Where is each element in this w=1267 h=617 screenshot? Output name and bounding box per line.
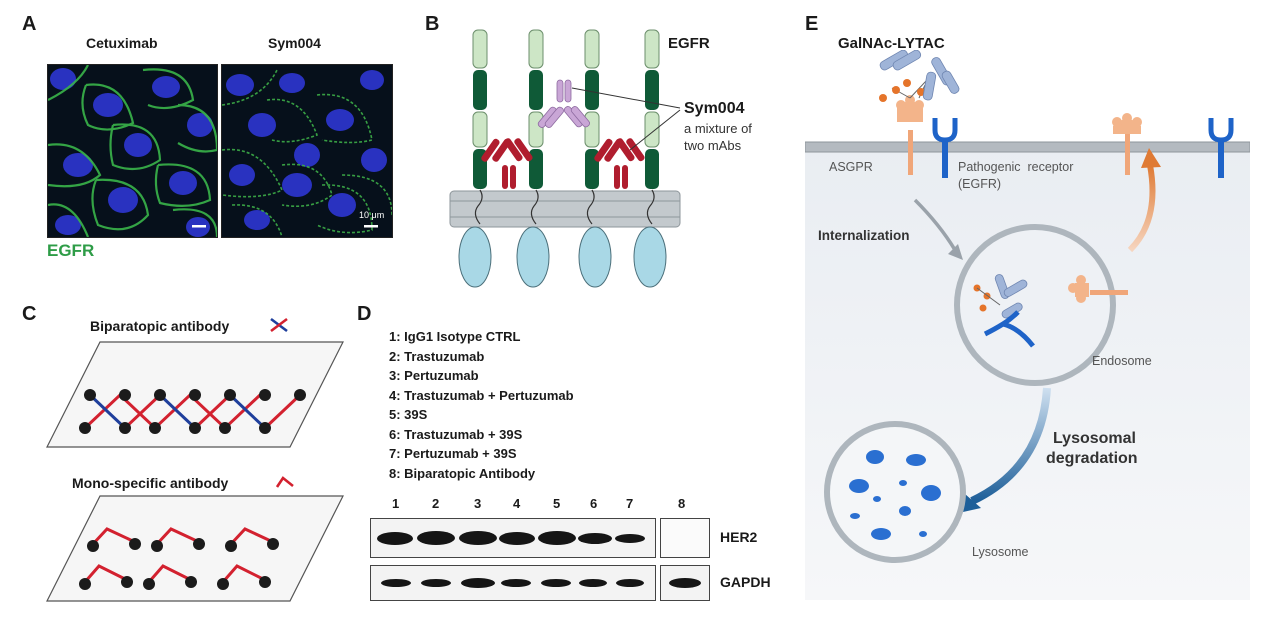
treatment-legend: 1: IgG1 Isotype CTRL 2: Trastuzumab 3: P… (389, 327, 574, 483)
lane-number: 4 (513, 496, 521, 511)
internalization-label: Internalization (818, 228, 910, 243)
lytac-title: GalNAc-LYTAC (838, 35, 945, 52)
monospecific-diagram (46, 495, 344, 602)
micrograph-sym004: 10 μm (221, 64, 393, 238)
biparatopic-label: Biparatopic antibody (90, 318, 230, 334)
monospecific-icon (275, 476, 294, 488)
egfr-receptor-1 (458, 29, 492, 288)
gapdh-blot (370, 565, 656, 601)
lytac-antibody (879, 50, 960, 101)
lytac-diagram (805, 50, 1250, 600)
blot-band (579, 579, 607, 587)
image-label-sym004: Sym004 (268, 35, 321, 51)
lysosome-label: Lysosome (972, 545, 1029, 559)
legend-line: 7: Pertuzumab + 39S (389, 446, 517, 461)
sym004-desc-2: two mAbs (684, 138, 742, 153)
lysosome (824, 421, 966, 563)
internalization-arrow (913, 198, 957, 251)
blot-band (669, 578, 701, 588)
legend-line: 1: IgG1 Isotype CTRL (389, 329, 521, 344)
blot-band (616, 579, 644, 587)
lane-numbers: 1 2 3 4 5 6 7 8 (370, 496, 700, 512)
blot-band (417, 531, 455, 545)
legend-line: 3: Pertuzumab (389, 368, 479, 383)
egfr-label: EGFR (668, 35, 710, 52)
lane-number: 7 (626, 496, 634, 511)
her2-label: HER2 (720, 529, 758, 545)
lane-number: 2 (432, 496, 440, 511)
asgpr-label: ASGPR (829, 160, 873, 174)
endosome-label: Endosome (1092, 354, 1152, 368)
gapdh-blot-lane8 (660, 565, 710, 601)
gapdh-label: GAPDH (720, 574, 771, 590)
lane-number: 1 (392, 496, 400, 511)
monospecific-label: Mono-specific antibody (72, 475, 229, 491)
panel-letter-d: D (357, 303, 372, 325)
blot-band (578, 533, 612, 544)
galnac-ligand (879, 79, 928, 102)
panel-letter-c: C (22, 303, 37, 325)
blot-band (377, 532, 413, 545)
image-label-cetuximab: Cetuximab (86, 35, 158, 51)
sym004-label: Sym004 (684, 100, 745, 117)
lane-number: 3 (474, 496, 482, 511)
degradation-arrow (970, 387, 1051, 505)
blot-band (499, 532, 535, 545)
panel-letter-b: B (425, 13, 440, 35)
red-antibodies (481, 138, 645, 189)
blot-band (615, 534, 645, 543)
panel-letter-e: E (805, 13, 819, 35)
legend-line: 6: Trastuzumab + 39S (389, 426, 523, 442)
biparatopic-diagram (46, 341, 344, 448)
legend-line: 2: Trastuzumab (389, 348, 485, 364)
degradation-label-1: Lysosomal (1053, 430, 1136, 447)
cell-membrane (449, 190, 681, 228)
scale-bar-label: 10 μm (359, 210, 385, 220)
lane-number: 6 (590, 496, 598, 511)
egfr-receptor-right (1208, 118, 1234, 178)
blot-band (461, 578, 495, 588)
legend-line: 4: Trastuzumab + Pertuzumab (389, 387, 574, 403)
purple-antibody (537, 79, 590, 128)
sym004-desc-1: a mixture of (684, 121, 752, 136)
micrograph-cetuximab-art (48, 65, 217, 237)
blot-band (381, 579, 411, 587)
micrograph-sym004-art (222, 65, 392, 237)
pathogenic-receptor-label-1: Pathogenic receptor (958, 160, 1074, 174)
egfr-receptor-4 (633, 29, 667, 288)
asgpr-receptor-surface (896, 95, 924, 175)
pathogenic-receptor-label-2: (EGFR) (958, 177, 1002, 191)
lane-number: 8 (678, 496, 686, 511)
recycling-arrow (1127, 164, 1156, 253)
blot-band (541, 579, 571, 587)
her2-blot-lane8 (660, 518, 710, 558)
plasma-membrane (805, 141, 1250, 153)
asgpr-receptor-recycled (1112, 113, 1142, 175)
egfr-receptor-2 (516, 29, 550, 288)
panel-letter-a: A (22, 13, 37, 35)
legend-line: 8: Biparatopic Antibody (389, 465, 536, 481)
stain-label: EGFR (47, 241, 95, 260)
blot-band (538, 531, 576, 545)
blot-band (501, 579, 531, 587)
egfr-receptor-3 (578, 29, 612, 288)
blot-band (459, 531, 497, 545)
degradation-label-2: degradation (1046, 450, 1138, 467)
lane-number: 5 (553, 496, 561, 511)
legend-line: 5: 39S (389, 407, 428, 422)
egfr-receptor-diagram (449, 29, 681, 288)
her2-blot (370, 518, 656, 558)
biparatopic-icon (270, 317, 288, 333)
blot-band (421, 579, 451, 587)
endosome (954, 224, 1128, 386)
egfr-receptor-surface (932, 118, 958, 178)
micrograph-cetuximab (47, 64, 218, 238)
